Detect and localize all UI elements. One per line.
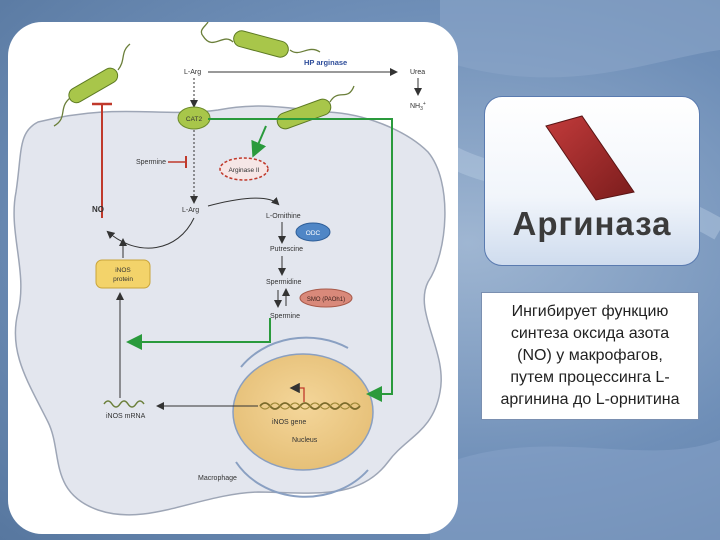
label-nh3: NH3+ xyxy=(410,101,426,112)
arginase-ii-node xyxy=(219,157,269,181)
label-l-ornithine: L-Ornithine xyxy=(266,213,301,220)
label-nucleus: Nucleus xyxy=(292,437,318,444)
label-putrescine: Putrescine xyxy=(270,246,303,253)
label-arginase-ii: Arginase II xyxy=(228,167,259,174)
smo-paoh-node xyxy=(299,288,353,308)
diamond-icon xyxy=(538,112,642,202)
label-spermine-top: Spermine xyxy=(136,159,166,166)
label-inos-gene: iNOS gene xyxy=(272,419,306,426)
odc-node xyxy=(295,222,331,242)
diagram-panel: L-Arg HP arginase Urea NH3+ CAT2 Spermin… xyxy=(8,22,458,534)
label-inos-protein-2: protein xyxy=(113,276,133,283)
label-l-arg-top: L-Arg xyxy=(184,69,201,76)
label-odc: ODC xyxy=(306,230,321,237)
label-inos-mrna: iNOS mRNA xyxy=(106,413,146,420)
label-no: NO xyxy=(92,205,104,214)
pathway-diagram: L-Arg HP arginase Urea NH3+ CAT2 Spermin… xyxy=(13,22,446,516)
slide-title: Аргиназа xyxy=(512,205,672,242)
description-box: Ингибирует функцию синтеза оксида азота … xyxy=(481,292,699,420)
label-macrophage: Macrophage xyxy=(198,475,237,482)
label-smo-paoh: SMO (PAOh1) xyxy=(307,297,345,303)
label-cat2: CAT2 xyxy=(186,116,203,123)
label-spermine-bottom: Spermine xyxy=(270,313,300,320)
inos-mrna-wave xyxy=(103,400,145,408)
nucleus xyxy=(232,353,374,471)
bacterium-right xyxy=(276,85,355,130)
label-l-arg-mid: L-Arg xyxy=(182,207,199,214)
bacterium-left xyxy=(53,43,131,127)
label-hp-arginase: HP arginase xyxy=(304,58,347,67)
description-text: Ингибирует функцию синтеза оксида азота … xyxy=(500,303,680,408)
green-signal-to-inos xyxy=(126,318,271,350)
inos-protein-box xyxy=(95,259,151,289)
label-spermidine: Spermidine xyxy=(266,279,302,286)
label-urea: Urea xyxy=(410,69,425,76)
transcription-start-arrow xyxy=(289,382,305,402)
green-signal-path xyxy=(208,118,393,402)
bacterium-top xyxy=(200,22,321,58)
label-inos-protein-1: iNOS xyxy=(115,267,131,274)
